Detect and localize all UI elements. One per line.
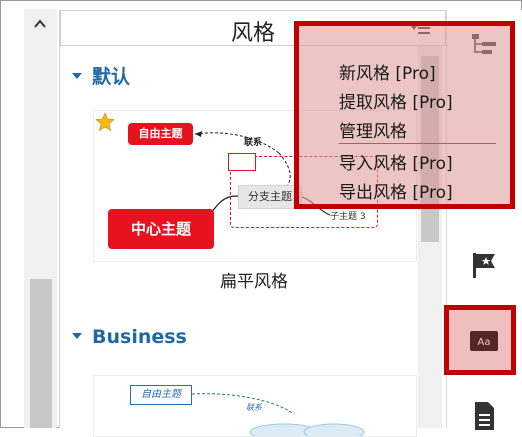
section-heading-default[interactable]: 默认 [72,62,130,89]
preview-free-topic: 自由主题 [130,385,192,405]
menu-item-import-style[interactable]: 导入风格 [Pro] [339,154,453,174]
style-thumbnail-business[interactable]: 自由主题 联系 [93,375,417,437]
outer-scrollbar[interactable] [24,9,57,428]
menu-separator [339,143,496,144]
star-icon [95,112,115,132]
flag-icon[interactable] [469,250,499,280]
collapse-triangle-icon[interactable] [72,72,82,79]
menu-item-export-style[interactable]: 导出风格 [Pro] [339,183,453,203]
preview-branch-topic: 分支主题 [238,185,302,209]
section-heading-label: 默认 [92,66,131,88]
format-icon-label: Aa [478,337,491,348]
style-name-flat: 扁平风格 [220,272,288,292]
preview-subtopic: 子主题 3 [330,212,366,222]
outer-scrollbar-thumb[interactable] [30,279,52,428]
format-icon[interactable]: Aa [469,326,499,356]
menu-item-new-style[interactable]: 新风格 [Pro] [339,64,436,84]
preview-relationship-label: 联系 [246,403,262,412]
collapse-triangle-icon[interactable] [72,332,82,339]
preview-small-topic [228,153,256,171]
chevron-up-icon[interactable] [33,17,47,31]
style-menu: 新风格 [Pro] 提取风格 [Pro] 管理风格 导入风格 [Pro] 导出风… [294,21,515,209]
preview-central-topic: 中心主题 [108,209,214,249]
preview-free-topic: 自由主题 [128,123,193,145]
menu-item-manage-styles[interactable]: 管理风格 [339,122,407,142]
document-icon[interactable] [469,400,499,430]
preview-relationship-label: 联系 [244,138,263,148]
section-heading-label: Business [92,326,187,348]
menu-item-extract-style[interactable]: 提取风格 [Pro] [339,93,453,113]
format-tab-highlight [444,305,516,375]
panel-title: 风格 [230,21,275,46]
section-heading-business[interactable]: Business [72,326,187,348]
